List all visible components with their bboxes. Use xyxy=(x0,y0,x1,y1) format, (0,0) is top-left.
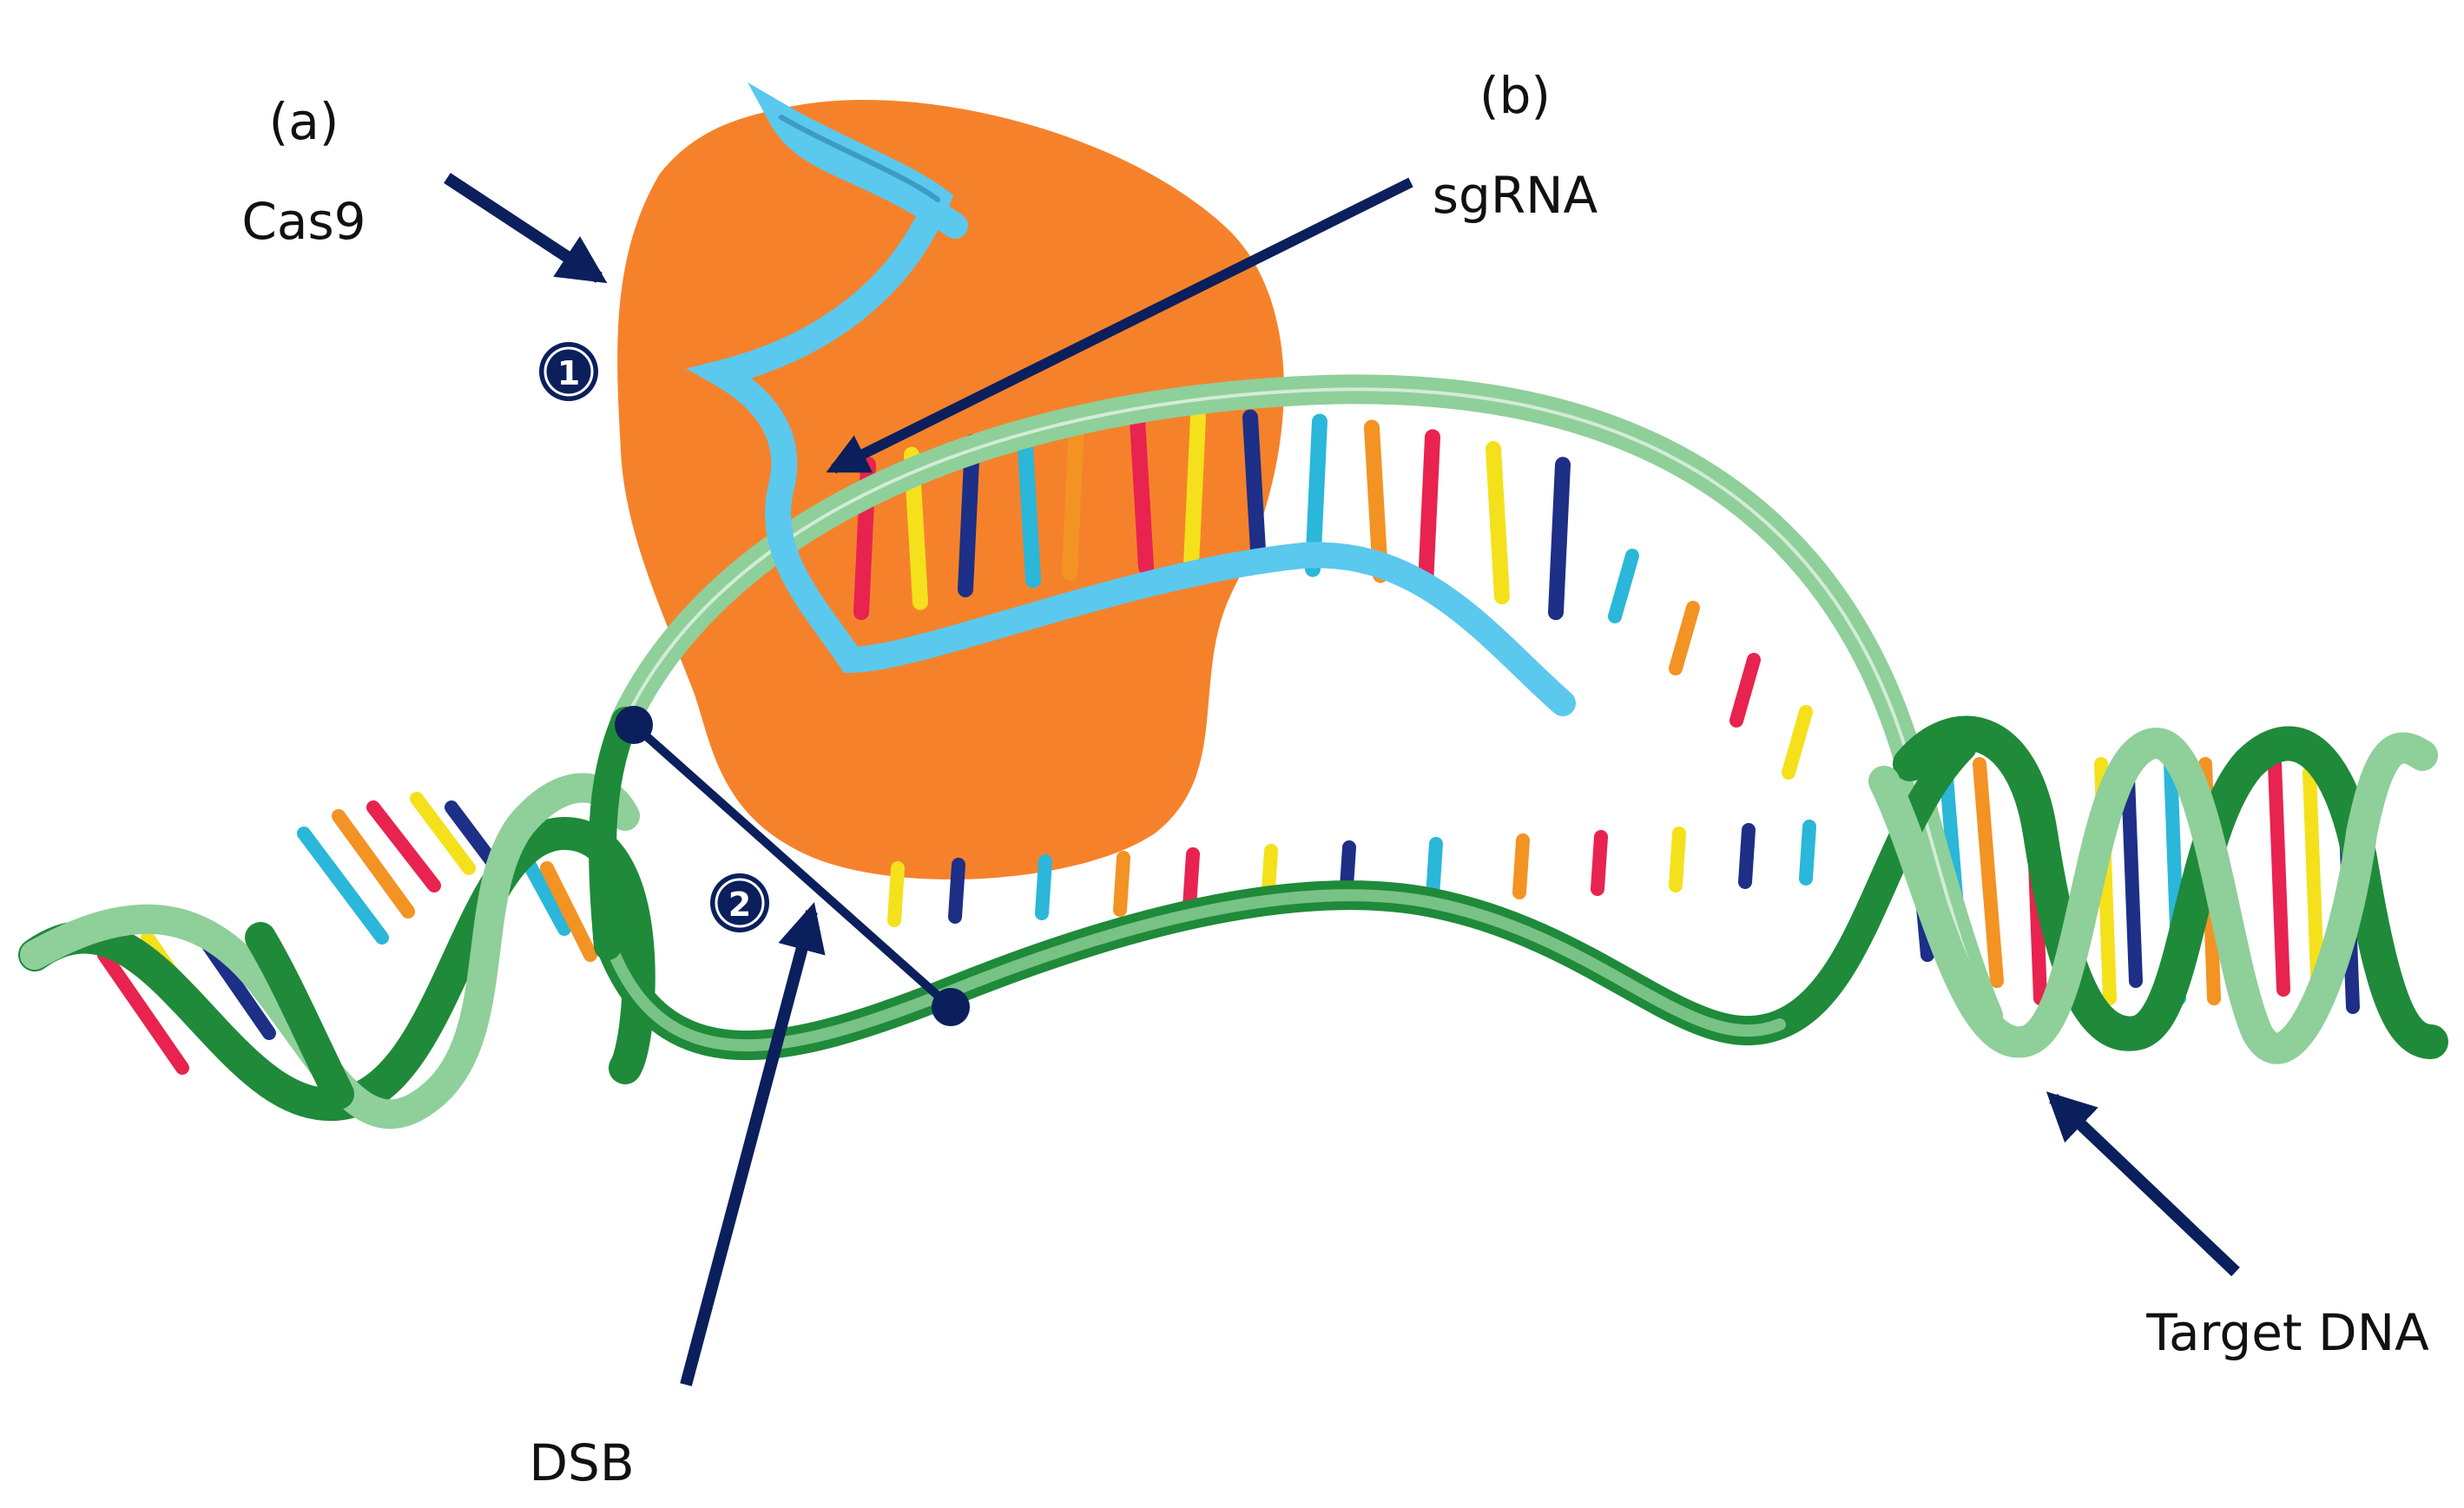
dna-bottom-strand-light xyxy=(602,889,1786,1052)
right-double-helix xyxy=(1868,715,2448,1064)
step-1-label: 1 xyxy=(557,354,580,392)
step-2-label: 2 xyxy=(728,886,751,924)
step-1-marker: 1 xyxy=(539,342,598,401)
nucleotide-base xyxy=(97,948,189,1075)
nucleotide-base xyxy=(1669,826,1686,892)
label-b-marker: (b) xyxy=(1479,66,1551,125)
nucleotide-base xyxy=(1062,417,1084,581)
nucleotide-base xyxy=(540,861,597,962)
nucleotide-base xyxy=(1591,830,1608,896)
nucleotide-base xyxy=(1608,549,1639,623)
nucleotide-base xyxy=(1364,419,1388,583)
nucleotide-base xyxy=(1669,601,1700,675)
nucleotide-base xyxy=(1183,847,1200,913)
cut-site-bottom-dot xyxy=(932,988,970,1026)
nucleotide-base xyxy=(948,858,965,924)
nucleotide-base xyxy=(887,861,905,927)
nucleotide-base xyxy=(1548,457,1571,621)
nucleotide-base xyxy=(2268,757,2290,997)
nucleotide-base xyxy=(1418,429,1440,593)
label-sgrna: sgRNA xyxy=(1433,166,1598,225)
label-dsb: DSB xyxy=(529,1433,634,1492)
cas9-arrow xyxy=(444,173,608,284)
nucleotide-base xyxy=(1782,705,1813,780)
nucleotide-base xyxy=(1130,412,1154,576)
target-dna-arrow xyxy=(2046,1091,2240,1277)
cut-site-top-dot xyxy=(615,706,653,744)
dsb-cut-line xyxy=(630,721,954,1011)
nucleotide-base xyxy=(1426,837,1443,903)
nucleotide-base xyxy=(1017,425,1041,589)
nucleotide-base xyxy=(410,792,476,875)
sgrna-ribbon xyxy=(686,82,1576,716)
label-a-marker: (a) xyxy=(269,92,339,151)
nucleotide-base xyxy=(1512,833,1530,899)
nucleotide-base xyxy=(366,800,441,892)
sgrna-arrow xyxy=(826,177,1413,474)
nucleotide-base xyxy=(1799,820,1816,886)
nucleotide-base xyxy=(1738,823,1756,889)
nucleotide-base xyxy=(1242,409,1267,573)
nucleotide-base xyxy=(1183,409,1206,573)
nucleotide-base xyxy=(958,434,980,598)
nucleotide-base xyxy=(1113,851,1130,917)
nucleotide-base xyxy=(2303,766,2325,1005)
nucleotide-base xyxy=(297,826,389,945)
nucleotide-base xyxy=(1729,653,1761,728)
step-2-marker: 2 xyxy=(710,873,769,932)
nucleotide-base xyxy=(1035,854,1052,920)
label-cas9: Cas9 xyxy=(241,192,366,251)
cas9-protein-blob xyxy=(617,100,1284,879)
label-target-dna: Target DNA xyxy=(2145,1303,2429,1362)
nucleotide-base xyxy=(332,809,415,919)
dsb-arrow xyxy=(680,902,826,1386)
nucleotide-base xyxy=(1486,441,1510,605)
left-double-helix xyxy=(18,773,656,1129)
nucleotide-base xyxy=(1973,757,2004,988)
